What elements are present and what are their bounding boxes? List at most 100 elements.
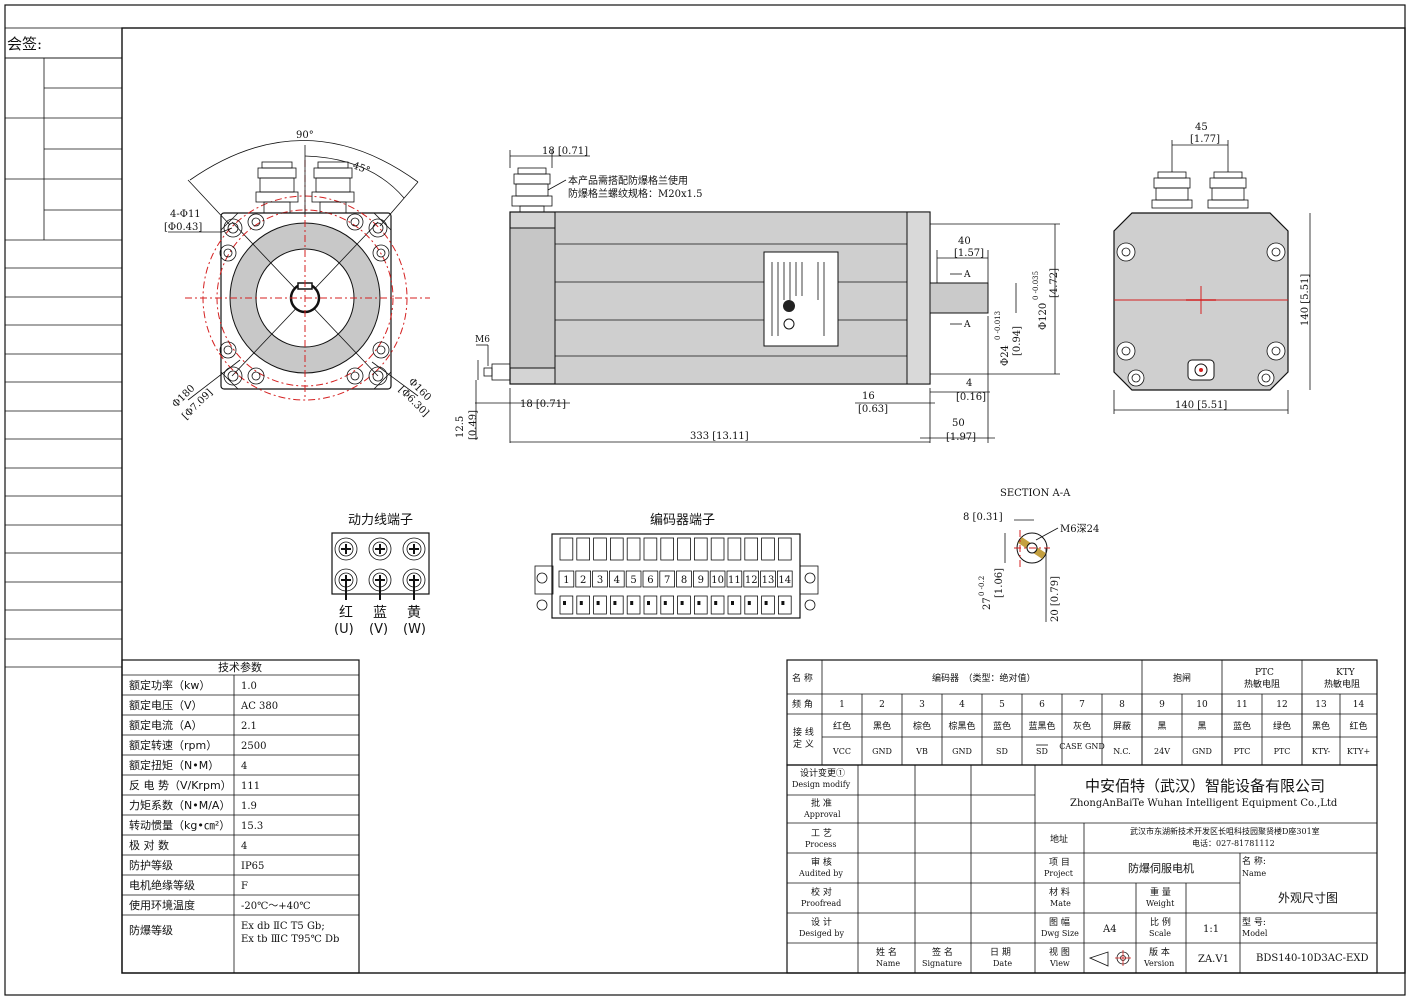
encoder-pin-bottom (660, 595, 674, 615)
dim-140-vertical: 140 [5.51] (1300, 274, 1311, 326)
pin-table-pin: 3 (919, 700, 925, 710)
tech-param-value: AC 380 (240, 701, 278, 712)
power-terminal: 动力线端子 红 蓝 黄 (U) (V) (W) (331, 513, 430, 637)
dim-45-inch: [1.77] (1190, 134, 1220, 145)
encoder-pin-number: 7 (664, 575, 670, 586)
encoder-pin-number: 3 (597, 575, 603, 586)
label-version-cn: 版 本 (1149, 946, 1170, 958)
pin-table-color: 灰色 (1073, 720, 1091, 732)
tech-param-value: 4 (241, 841, 247, 852)
encoder-pin-number: 9 (698, 575, 704, 586)
encoder-pin-number: 11 (728, 575, 741, 586)
pin-table-color: 黑色 (873, 720, 891, 732)
tech-param-name: 反 电 势（V/Krpm） (129, 779, 232, 792)
label-drawing-name-cn: 名 称: (1242, 855, 1266, 867)
pin-table-signal: GND (872, 747, 892, 756)
encoder-pin-contact (714, 601, 718, 605)
dim-40-inch: [1.57] (954, 248, 984, 259)
encoder-pin-bottom (559, 595, 574, 615)
label-model-cn: 型 号: (1242, 917, 1266, 928)
dim-8: 8 [0.31] (963, 512, 1003, 523)
tech-param-name: 使用环境温度 (129, 898, 195, 912)
encoder-pin-contact (680, 601, 684, 605)
tech-param-name: 防护等级 (129, 858, 173, 872)
pin-table-pin: 2 (879, 700, 885, 710)
encoder-pin-top (778, 537, 792, 561)
encoder-pin-bottom (576, 595, 590, 615)
label-design-modify: 设计变更① (800, 767, 845, 779)
encoder-pin-number: 6 (647, 575, 653, 586)
encoder-pin-number: 5 (630, 575, 636, 586)
dim-27: 27 (982, 597, 993, 610)
encoder-pin-cell (575, 570, 591, 588)
dim-45: 45 (1195, 122, 1208, 133)
power-label-v: 蓝 (373, 605, 387, 621)
tech-param-value: -20℃～+40℃ (241, 901, 311, 912)
encoder-pin-contact (563, 601, 566, 605)
dim-16: 16 (862, 391, 875, 402)
encoder-pin-top (744, 537, 758, 561)
dim-angle-45: 45° (351, 160, 371, 176)
encoder-pin-cell (625, 570, 642, 588)
dim-27-tol: 0 -0.2 (978, 576, 986, 596)
countersign-label: 会签: (7, 35, 42, 53)
tech-param-name: 极 对 数 (129, 838, 169, 852)
section-title: SECTION A-A (1000, 488, 1071, 499)
dim-20: 20 [0.79] (1050, 576, 1061, 622)
power-code-v: (V) (369, 622, 388, 637)
encoder-pin-contact (663, 601, 667, 605)
pin-table-signal: SD (996, 747, 1008, 756)
label-material-en: Mate (1050, 899, 1071, 908)
encoder-pin-contact (697, 601, 701, 605)
pin-table-color: 棕色 (913, 720, 931, 732)
encoder-pin-top (610, 537, 624, 561)
label-approval: 批 准 (811, 797, 832, 809)
pin-table-signal: SD (1036, 747, 1048, 756)
tech-param-value: 111 (241, 781, 260, 792)
pin-table-signal: N.C. (1113, 747, 1130, 756)
pin-table-encoder-label: 编码器 （类型：绝对值） (932, 672, 1036, 684)
scale-value: 1:1 (1203, 924, 1219, 935)
encoder-terminal-title: 编码器端子 (650, 513, 715, 528)
pin-table-color: 绿色 (1273, 720, 1291, 732)
company-name-cn: 中安佰特（武汉）智能设备有限公司 (1085, 777, 1325, 795)
address-line-2: 电话：027-81781112 (1192, 838, 1275, 848)
encoder-pin-bottom (744, 595, 758, 615)
pin-table-signal: GND (952, 747, 972, 756)
pin-table-wire-label-2: 定 义 (793, 738, 814, 750)
encoder-pin-cell (659, 570, 675, 588)
power-label-u: 红 (339, 605, 353, 621)
pin-table-signal: PTC (1274, 747, 1291, 756)
dim-hole-count: 4-Φ11 (170, 209, 201, 220)
label-view-en: View (1049, 959, 1070, 968)
label-dwg-size-en: Dwg Size (1041, 929, 1079, 938)
pin-table-pin: 10 (1196, 700, 1208, 710)
dim-4: 4 (966, 378, 972, 389)
dim-12-5-inch: [0.49] (468, 410, 479, 440)
drawing-name-value: 外观尺寸图 (1278, 891, 1338, 905)
label-version-en: Version (1143, 959, 1174, 968)
pin-table-pin: 8 (1119, 700, 1125, 710)
dim-50-inch: [1.97] (946, 432, 976, 443)
front-view: 90° 45° 4-Φ11 [Φ0.43] Φ180 [Φ7.09] Φ160 … (164, 130, 433, 422)
model-value: BDS140-10D3AC-EXD (1256, 953, 1368, 964)
label-sign-en: Signature (922, 959, 962, 968)
note-gland-1: 本产品需搭配防爆格兰使用 (568, 174, 688, 187)
sidebar-countersign: 会签: (4, 27, 123, 668)
encoder-pin-contact (781, 601, 785, 605)
tech-param-value: 1.0 (241, 681, 257, 692)
inner-frame (121, 27, 1406, 974)
power-code-u: (U) (334, 622, 354, 637)
encoder-pin-cell (709, 570, 726, 588)
tech-param-name: 额定功率（kw） (129, 678, 210, 692)
dim-12-5: 12.5 (455, 416, 466, 438)
dim-27-inch: [1.06] (994, 568, 1005, 598)
label-audited-en: Audited by (798, 869, 843, 878)
power-terminal-title: 动力线端子 (348, 513, 413, 528)
title-block: 设计变更① Design modify 批 准 Approval 工 艺 Pro… (786, 764, 1378, 974)
encoder-pin-number: 10 (711, 575, 724, 586)
